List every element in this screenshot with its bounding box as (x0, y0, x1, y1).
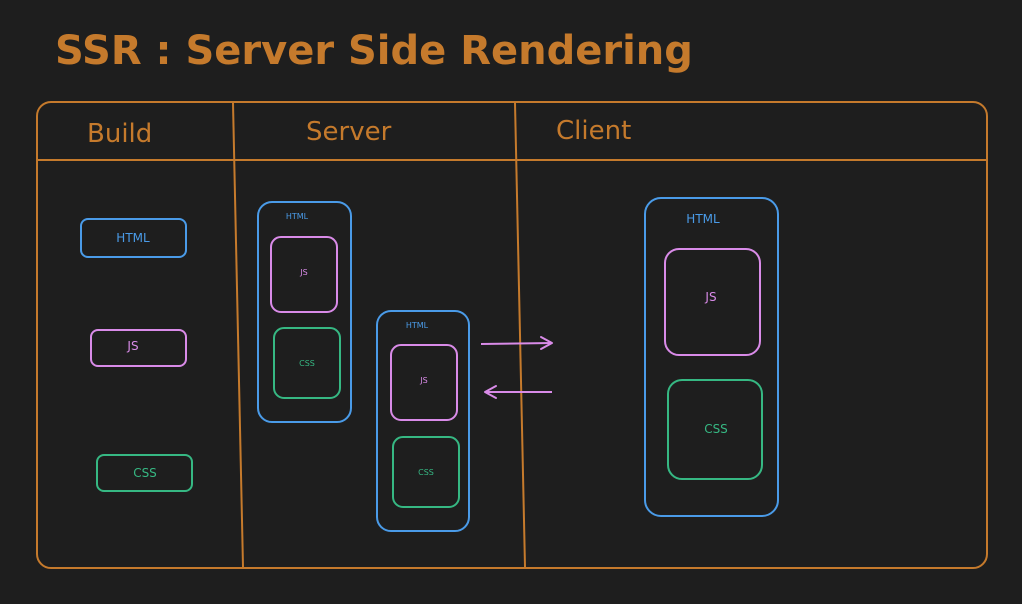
client-js-label: JS (704, 290, 716, 304)
server-bundle-1-js-label: JS (299, 268, 307, 277)
server-bundle-1-css-box (273, 327, 341, 399)
server-bundle-2-js-label: JS (419, 376, 427, 385)
column-header-client: Client (556, 116, 631, 146)
build-css-label: CSS (133, 466, 157, 480)
build-html-label: HTML (116, 231, 150, 245)
build-js-file: JS (90, 329, 187, 367)
server-bundle-2-js-box (390, 344, 458, 421)
server-bundle-1: HTML JS CSS (257, 201, 352, 423)
arrow-right-icon (480, 336, 553, 350)
client-js-box (664, 248, 761, 356)
build-css-file: CSS (96, 454, 193, 492)
diagram-title: SSR : Server Side Rendering (55, 28, 693, 74)
build-html-file: HTML (80, 218, 187, 258)
client-html-label: HTML (686, 212, 720, 226)
client-bundle: HTML JS CSS (644, 197, 779, 517)
column-header-server: Server (306, 117, 392, 147)
arrow-left-icon (484, 385, 552, 399)
server-bundle-1-html-label: HTML (286, 212, 309, 221)
outer-frame (36, 101, 988, 569)
server-bundle-2-css-label: CSS (418, 468, 434, 477)
server-bundle-2-css-box (392, 436, 460, 508)
build-js-label: JS (126, 339, 138, 353)
client-css-label: CSS (704, 422, 728, 436)
column-header-build: Build (87, 119, 152, 149)
column-divider-build-server (232, 102, 244, 568)
server-bundle-1-js-box (270, 236, 338, 313)
column-divider-server-client (514, 102, 526, 568)
server-bundle-2-html-label: HTML (406, 321, 429, 330)
client-css-box (667, 379, 763, 480)
server-bundle-1-css-label: CSS (299, 359, 315, 368)
server-bundle-2: HTML JS CSS (376, 310, 470, 532)
